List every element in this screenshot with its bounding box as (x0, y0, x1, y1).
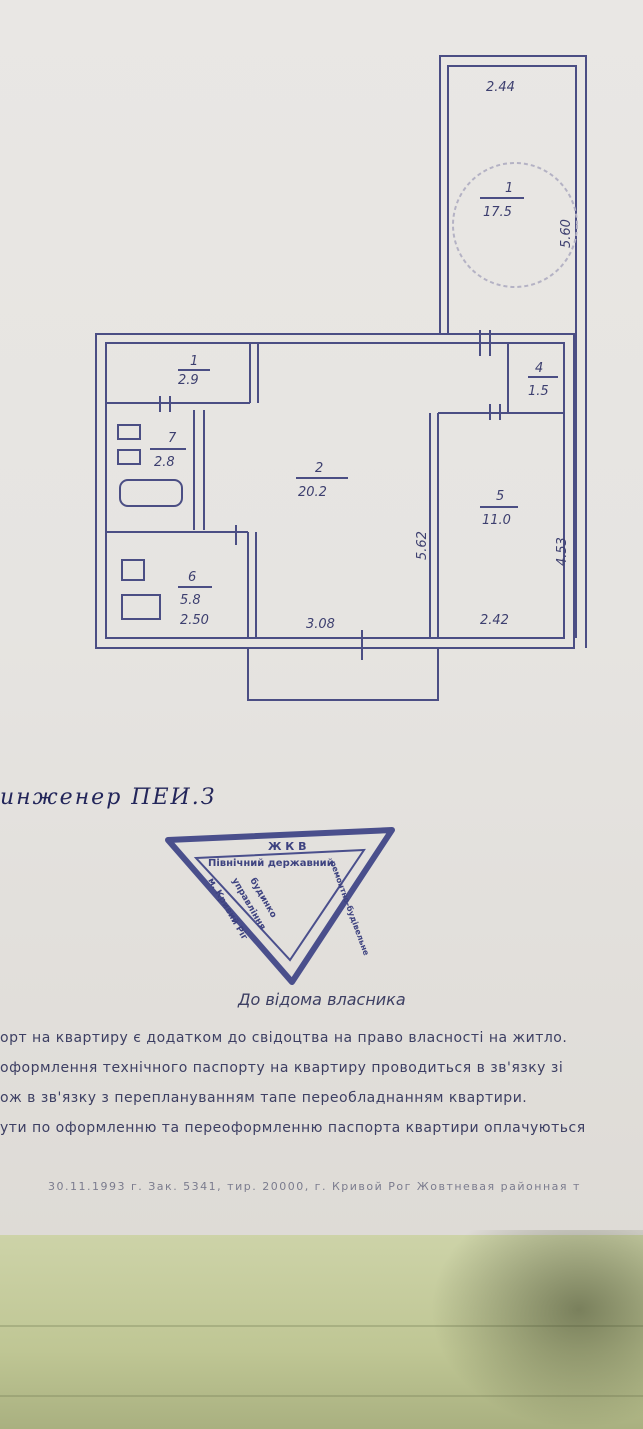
toilet-fixture (117, 449, 141, 465)
engineer-signature: инженер ПЕИ.З (0, 785, 217, 810)
room-area-2: 20.2 (298, 485, 327, 500)
dimension-right-upper: 5.60 (559, 219, 574, 248)
room-area-6: 5.8 (180, 593, 201, 608)
shadow (430, 1230, 643, 1429)
triangle-stamp (165, 827, 395, 985)
sink-fixture (117, 424, 141, 440)
room-area-5: 11.0 (482, 513, 511, 528)
note-line-2: оформлення технічного паспорту на кварти… (0, 1060, 564, 1076)
room-number-1b: 1 (190, 354, 198, 369)
dimension-right-lower: 4.53 (555, 537, 570, 566)
bathtub-fixture (119, 479, 183, 507)
dimension-center: 5.62 (415, 531, 430, 560)
stove-fixture (121, 559, 145, 581)
dimension-bottom-right: 2.42 (480, 613, 509, 628)
room-area-4: 1.5 (528, 384, 549, 399)
faint-round-stamp (452, 162, 578, 288)
print-footer: 30.11.1993 г. Зак. 5341, тир. 20000, г. … (48, 1180, 581, 1193)
caption-owner-notice: До відома власника (238, 990, 406, 1009)
note-line-4: ути по оформленню та переоформленню пасп… (0, 1120, 586, 1136)
paper-sheet (0, 0, 643, 1245)
stamp-text-2: Північний державний (208, 858, 334, 869)
room-area-7: 2.8 (154, 455, 175, 470)
dimension-bottom-left: 2.50 (180, 613, 209, 628)
room-number-2: 2 (315, 461, 323, 476)
room-number-6: 6 (188, 570, 196, 585)
balcony (247, 647, 439, 701)
dimension-bottom-center: 3.08 (306, 617, 335, 632)
room-number-4: 4 (535, 361, 543, 376)
room-number-7: 7 (168, 431, 177, 446)
note-line-1: орт на квартиру є додатком до свідоцтва … (0, 1030, 568, 1046)
dimension-top: 2.44 (486, 80, 515, 95)
room-number-1a: 1 (505, 181, 513, 196)
note-line-3: ож в зв'язку з переплануванням тапе пере… (0, 1090, 528, 1106)
stamp-text-1: Ж К В (268, 840, 307, 853)
room-area-1a: 17.5 (483, 205, 512, 220)
room-number-5: 5 (496, 489, 504, 504)
kitchen-sink-fixture (121, 594, 161, 620)
room-area-1b: 2.9 (178, 373, 199, 388)
